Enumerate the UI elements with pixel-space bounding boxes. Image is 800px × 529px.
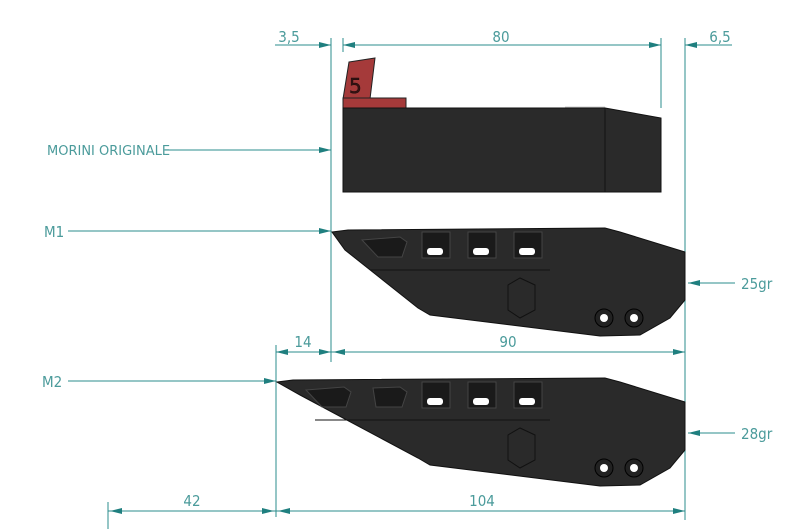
m2-callout: M2 <box>42 373 276 391</box>
m1-callout: M1 <box>44 223 331 241</box>
m2-part <box>275 377 686 487</box>
dim-14: 14 <box>294 333 311 351</box>
dimension-m1: 14 90 <box>276 333 685 355</box>
morini-label-callout: MORINI ORIGINALE <box>47 144 331 159</box>
dim-80: 80 <box>492 28 509 46</box>
dim-6-5: 6,5 <box>709 28 730 46</box>
dim-104: 104 <box>469 492 495 510</box>
dim-3-5: 3,5 <box>278 28 299 46</box>
m2-label: M2 <box>42 373 62 391</box>
m1-weight-callout: 25gr <box>688 275 773 293</box>
m1-label: M1 <box>44 223 64 241</box>
m1-weight: 25gr <box>741 275 773 293</box>
m2-weight: 28gr <box>741 425 773 443</box>
m1-part <box>331 227 686 337</box>
red-tab-base <box>342 97 407 109</box>
dim-42: 42 <box>183 492 200 510</box>
m2-weight-callout: 28gr <box>688 425 773 443</box>
morini-original-part: 5 <box>342 57 662 193</box>
dim-90: 90 <box>499 333 516 351</box>
dimension-m2: 42 104 <box>108 492 685 514</box>
morini-label: MORINI ORIGINALE <box>47 144 170 159</box>
dimension-top: 3,5 80 6,5 <box>275 28 732 48</box>
tab-number: 5 <box>349 74 362 98</box>
